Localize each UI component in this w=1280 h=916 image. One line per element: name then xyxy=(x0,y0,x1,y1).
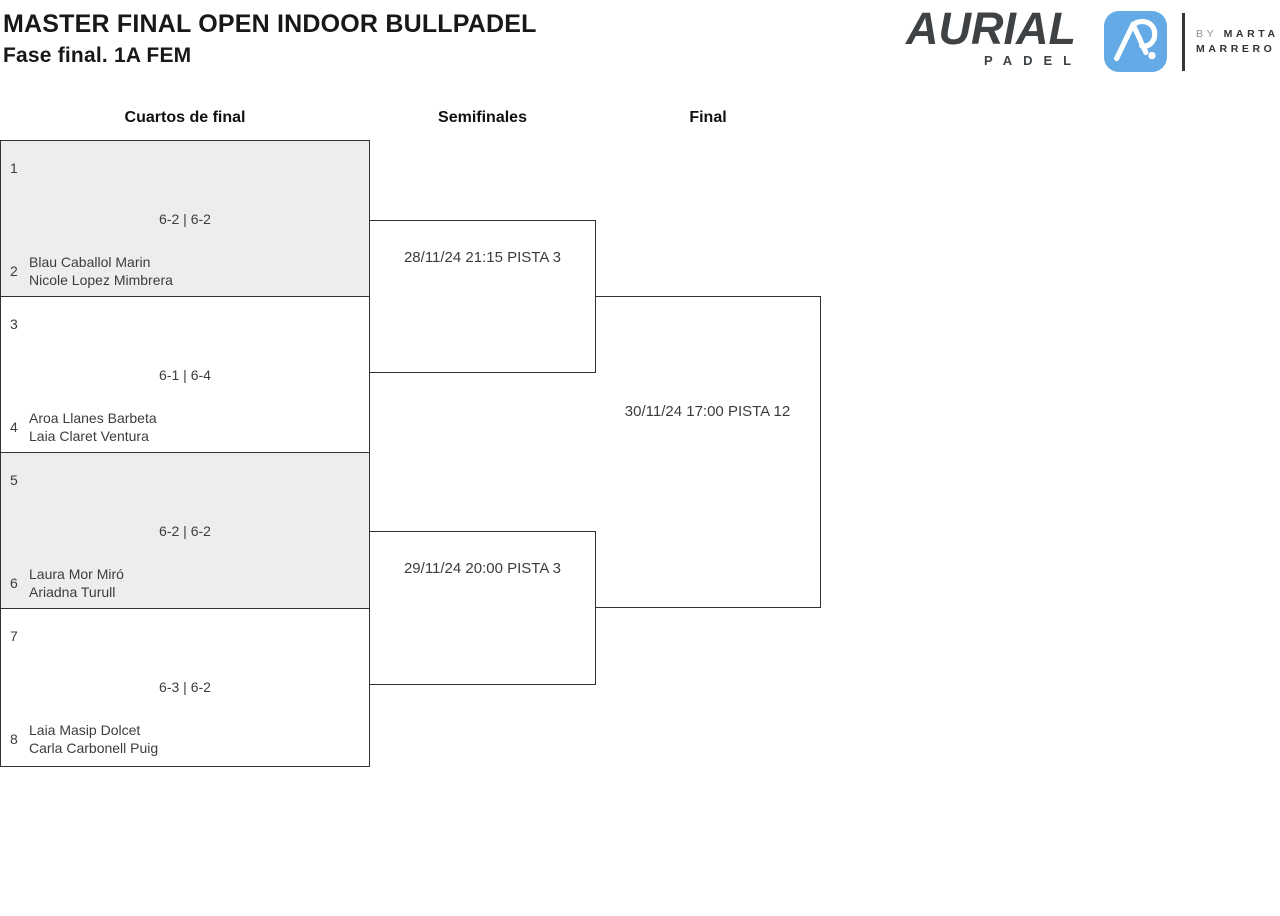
team-name-bottom: Laura Mor Miró Ariadna Turull xyxy=(29,565,124,601)
match-score: 6-2 | 6-2 xyxy=(159,211,211,227)
byline-prefix: BY xyxy=(1196,28,1218,40)
logo-divider xyxy=(1182,13,1185,71)
aurial-logo-icon xyxy=(1104,11,1167,72)
logo-byline-row1: BY MARTA xyxy=(1196,27,1279,42)
match-score: 6-1 | 6-4 xyxy=(159,367,211,383)
team-name-bottom: Aroa Llanes Barbeta Laia Claret Ventura xyxy=(29,409,157,445)
seed-number: 1 xyxy=(10,160,18,176)
player-name: Nicole Lopez Mimbrera xyxy=(29,272,173,288)
seed-number: 8 xyxy=(10,731,18,747)
byline-name-1: MARTA xyxy=(1223,28,1279,40)
match-schedule: 30/11/24 17:00 PISTA 12 xyxy=(624,403,791,420)
match-box-qf-1[interactable]: 1 6-2 | 6-2 2 Blau Caballol Marin Nicole… xyxy=(1,141,369,297)
player-name: Ariadna Turull xyxy=(29,584,116,600)
player-name: Laura Mor Miró xyxy=(29,566,124,582)
match-box-qf-3[interactable]: 5 6-2 | 6-2 6 Laura Mor Miró Ariadna Tur… xyxy=(1,453,369,609)
page-title: MASTER FINAL OPEN INDOOR BULLPADEL xyxy=(3,10,537,38)
match-box-sf-2[interactable]: 29/11/24 20:00 PISTA 3 xyxy=(369,531,596,685)
match-box-final[interactable]: 30/11/24 17:00 PISTA 12 xyxy=(595,296,821,608)
byline-name-2: MARRERO xyxy=(1196,43,1276,55)
match-box-qf-2[interactable]: 3 6-1 | 6-4 4 Aroa Llanes Barbeta Laia C… xyxy=(1,297,369,453)
logo-brand-text: AURIAL xyxy=(906,3,1076,54)
match-box-qf-4[interactable]: 7 6-3 | 6-2 8 Laia Masip Dolcet Carla Ca… xyxy=(1,609,369,765)
quarterfinals-column: 1 6-2 | 6-2 2 Blau Caballol Marin Nicole… xyxy=(0,140,370,767)
player-name: Laia Masip Dolcet xyxy=(29,722,141,738)
round-header-final: Final xyxy=(689,109,727,126)
match-box-sf-1[interactable]: 28/11/24 21:15 PISTA 3 xyxy=(369,220,596,373)
aurial-monogram-icon xyxy=(1113,19,1158,62)
seed-number: 5 xyxy=(10,472,18,488)
round-header-cuartos: Cuartos de final xyxy=(124,109,246,126)
player-name: Aroa Llanes Barbeta xyxy=(29,410,157,426)
round-header-semifinales: Semifinales xyxy=(438,109,527,126)
seed-number: 4 xyxy=(10,419,18,435)
logo-byline: BY MARTA MARRERO xyxy=(1196,27,1279,57)
player-name: Blau Caballol Marin xyxy=(29,254,151,270)
player-name: Laia Claret Ventura xyxy=(29,428,149,444)
seed-number: 3 xyxy=(10,316,18,332)
player-name: Carla Carbonell Puig xyxy=(29,740,159,756)
match-schedule: 29/11/24 20:00 PISTA 3 xyxy=(403,560,562,577)
match-score: 6-3 | 6-2 xyxy=(159,679,211,695)
seed-number: 2 xyxy=(10,263,18,279)
team-name-bottom: Laia Masip Dolcet Carla Carbonell Puig xyxy=(29,721,158,757)
team-name-bottom: Blau Caballol Marin Nicole Lopez Mimbrer… xyxy=(29,253,173,289)
seed-number: 7 xyxy=(10,628,18,644)
match-schedule: 28/11/24 21:15 PISTA 3 xyxy=(403,249,562,266)
match-score: 6-2 | 6-2 xyxy=(159,523,211,539)
page-subtitle: Fase final. 1A FEM xyxy=(3,44,192,67)
seed-number: 6 xyxy=(10,575,18,591)
logo-brand-subtext: PADEL xyxy=(984,53,1083,68)
